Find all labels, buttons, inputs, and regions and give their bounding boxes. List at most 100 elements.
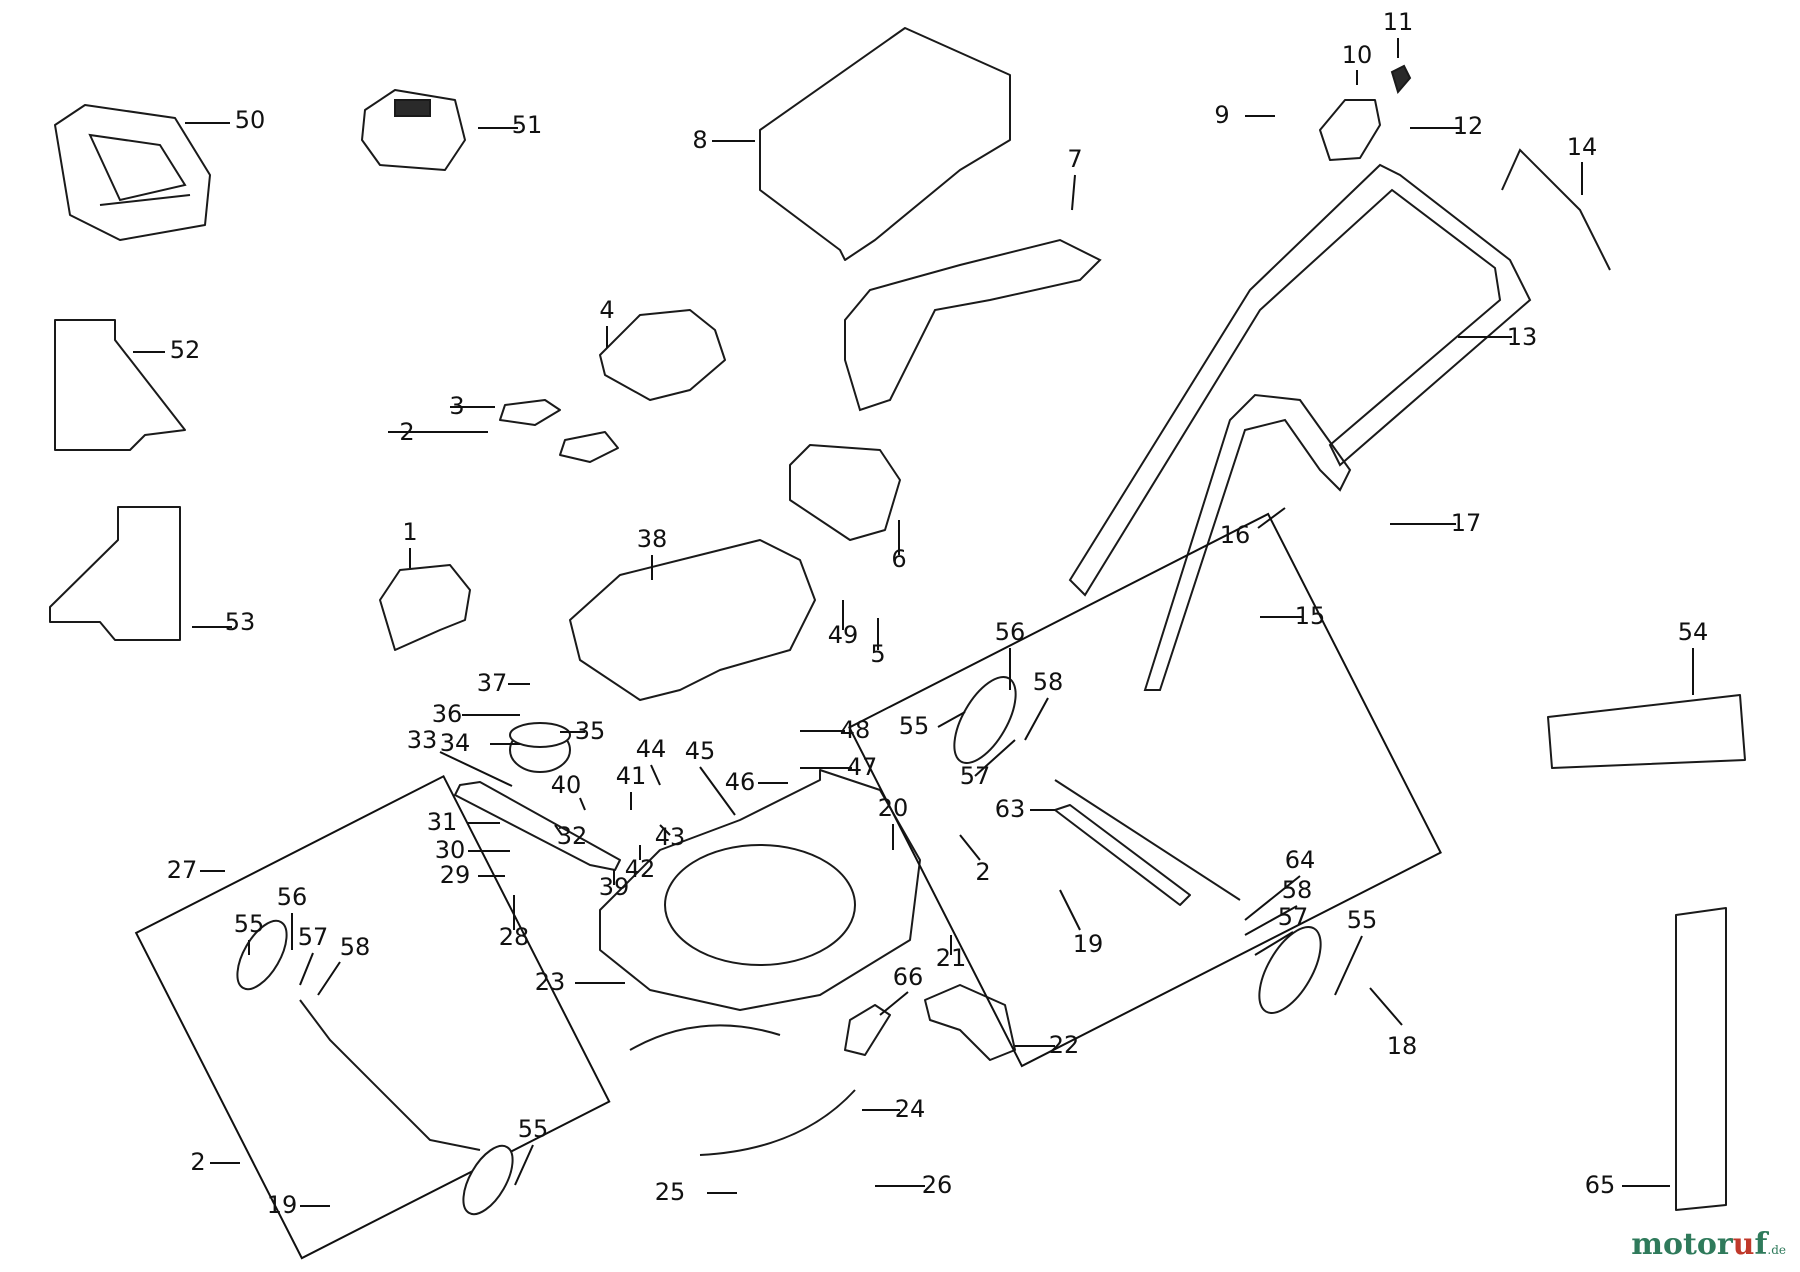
label-54-part (1547, 694, 1746, 769)
switch-plates-part (499, 399, 619, 463)
callout-44: 44 (636, 735, 667, 763)
callout-5: 5 (870, 640, 885, 668)
callout-43: 43 (655, 823, 686, 851)
bail-lever-part (1501, 148, 1611, 271)
rear-flap-part (379, 564, 471, 651)
control-box-part (1319, 99, 1381, 161)
callout-9: 9 (1214, 101, 1229, 129)
callout-16: 16 (1220, 521, 1251, 549)
callout-10: 10 (1342, 41, 1373, 69)
leader-line-58 (1024, 697, 1049, 741)
rear-guard-part (924, 984, 1016, 1061)
mower-deck-part (599, 769, 921, 1011)
callout-37: 37 (477, 669, 508, 697)
callout-34: 34 (440, 729, 471, 757)
leader-line-55 (1334, 935, 1363, 996)
callout-56: 56 (277, 883, 308, 911)
callout-51: 51 (512, 111, 543, 139)
callout-39: 39 (599, 873, 630, 901)
callout-23: 23 (535, 968, 566, 996)
leader-line-18 (1369, 987, 1403, 1026)
blade-part (454, 781, 621, 871)
callout-58: 58 (1033, 668, 1064, 696)
grass-bag-part (759, 27, 1011, 261)
callout-42: 42 (625, 855, 656, 883)
wheel-rear-left (953, 676, 1017, 764)
leader-line-55 (514, 1144, 534, 1186)
callout-57: 57 (960, 762, 991, 790)
callout-53: 53 (225, 608, 256, 636)
callout-20: 20 (878, 794, 909, 822)
callout-24: 24 (895, 1095, 926, 1123)
callout-33: 33 (407, 726, 438, 754)
leader-line-16 (1257, 507, 1286, 529)
top-housing-part (569, 539, 816, 701)
callout-66: 66 (893, 963, 924, 991)
callout-58: 58 (1282, 876, 1313, 904)
callout-57: 57 (298, 923, 329, 951)
callout-38: 38 (637, 525, 668, 553)
callout-56: 56 (995, 618, 1026, 646)
battery-cover-part (599, 309, 726, 401)
rear-axle-part (1054, 779, 1241, 901)
callout-41: 41 (616, 762, 647, 790)
callout-21: 21 (936, 944, 967, 972)
callout-26: 26 (922, 1171, 953, 1199)
callout-48: 48 (840, 716, 871, 744)
watermark-prefix: motor (1631, 1227, 1733, 1262)
motor-part (509, 722, 571, 773)
callout-64: 64 (1285, 846, 1316, 874)
leader-line-7 (1071, 174, 1076, 211)
leader-line-19 (1059, 889, 1081, 931)
rear-axle-assembly-box (848, 512, 1442, 1068)
callout-2: 2 (399, 418, 414, 446)
leader-line-44 (650, 764, 661, 786)
callout-46: 46 (725, 768, 756, 796)
callout-29: 29 (440, 861, 471, 889)
leader-line-43 (659, 824, 671, 836)
callout-55: 55 (899, 712, 930, 740)
leader-line-57 (299, 952, 314, 986)
leader-line-66 (879, 991, 909, 1016)
callout-57: 57 (1278, 903, 1309, 931)
roller-part (1054, 804, 1191, 906)
callout-63: 63 (995, 795, 1026, 823)
manual-sheet-52 (54, 319, 186, 451)
callout-18: 18 (1387, 1032, 1418, 1060)
watermark-logo: motoruf.de (1631, 1227, 1786, 1262)
watermark-suffix: f (1754, 1227, 1768, 1262)
leader-line-57 (974, 739, 1016, 777)
callout-45: 45 (685, 737, 716, 765)
callout-47: 47 (847, 753, 878, 781)
callout-52: 52 (170, 336, 201, 364)
callout-13: 13 (1507, 323, 1538, 351)
callout-25: 25 (655, 1178, 686, 1206)
wheel-front-right (462, 1144, 514, 1216)
callout-15: 15 (1295, 602, 1326, 630)
callout-7: 7 (1067, 145, 1082, 173)
cable-guide-part (844, 1004, 891, 1056)
callout-6: 6 (891, 545, 906, 573)
lower-handle-part (1143, 393, 1352, 691)
leader-line-40 (579, 797, 586, 811)
callout-17: 17 (1451, 509, 1482, 537)
callout-55: 55 (234, 910, 265, 938)
skirt-strip-part (629, 1024, 856, 1156)
callout-11: 11 (1383, 8, 1414, 36)
callout-12: 12 (1453, 112, 1484, 140)
front-axle-assembly-box (134, 774, 611, 1260)
callout-50: 50 (235, 106, 266, 134)
leader-line-64 (1244, 875, 1301, 921)
callout-2: 2 (190, 1148, 205, 1176)
leader-line-32 (554, 824, 563, 836)
leader-line-55 (937, 711, 966, 728)
battery-part (361, 89, 466, 171)
control-knob-part (1390, 64, 1412, 95)
callout-14: 14 (1567, 133, 1598, 161)
upper-handle-part (1068, 163, 1532, 597)
leader-line-57 (1254, 931, 1294, 956)
callout-40: 40 (551, 771, 582, 799)
leader-line-45 (699, 766, 736, 816)
